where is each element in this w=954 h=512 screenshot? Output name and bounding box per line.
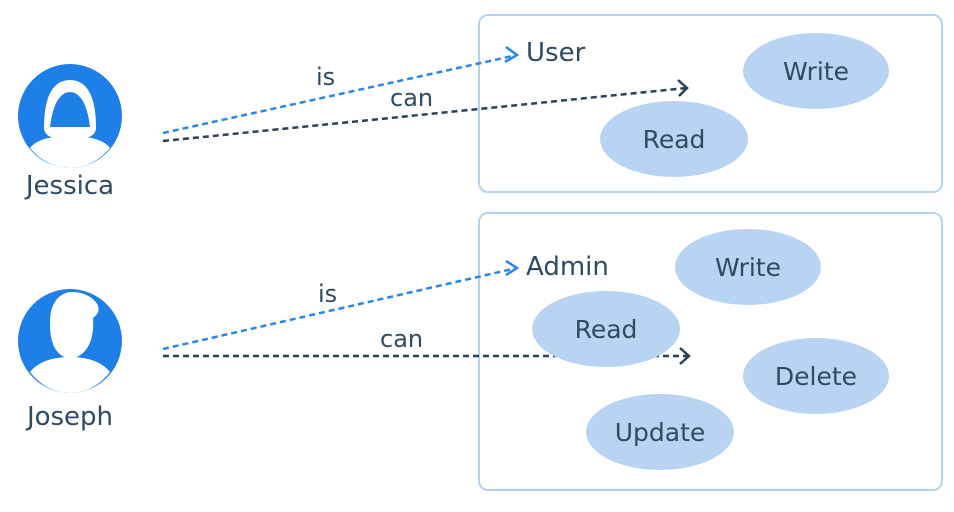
joseph-name: Joseph [25,402,113,432]
user-role-label: User [526,38,586,68]
user-permission-write [743,33,889,109]
jessica-is-arrow [162,53,518,135]
jessica-can-arrowhead [677,79,689,97]
male-user-icon [18,289,122,393]
jessica-is-arrowhead [504,45,520,64]
admin-permission-delete [743,338,889,414]
admin-permission-read [532,291,680,367]
joseph-is-arrowhead [505,259,520,277]
user-permission-read [600,101,748,177]
admin-role-label: Admin [526,252,609,282]
jessica-avatar [18,64,122,168]
jessica-can-arrow [162,86,687,143]
admin-permission-update [586,394,734,470]
admin-permission-write-label: Write [715,253,781,282]
admin-permission-update-label: Update [615,418,706,447]
female-user-icon [18,64,122,168]
admin-permission-read-label: Read [575,315,638,344]
joseph-is-label: is [318,280,337,308]
joseph-can-arrowhead [679,347,691,365]
user-permission-read-label: Read [643,125,706,154]
admin-permission-write [675,229,821,305]
jessica-can-label: can [390,84,433,112]
joseph-avatar [18,289,122,393]
user-permission-write-label: Write [783,57,849,86]
joseph-is-arrow [162,266,518,351]
jessica-is-label: is [316,63,335,91]
admin-permission-delete-label: Delete [775,362,857,391]
joseph-can-label: can [380,325,423,353]
jessica-name: Jessica [24,171,114,201]
